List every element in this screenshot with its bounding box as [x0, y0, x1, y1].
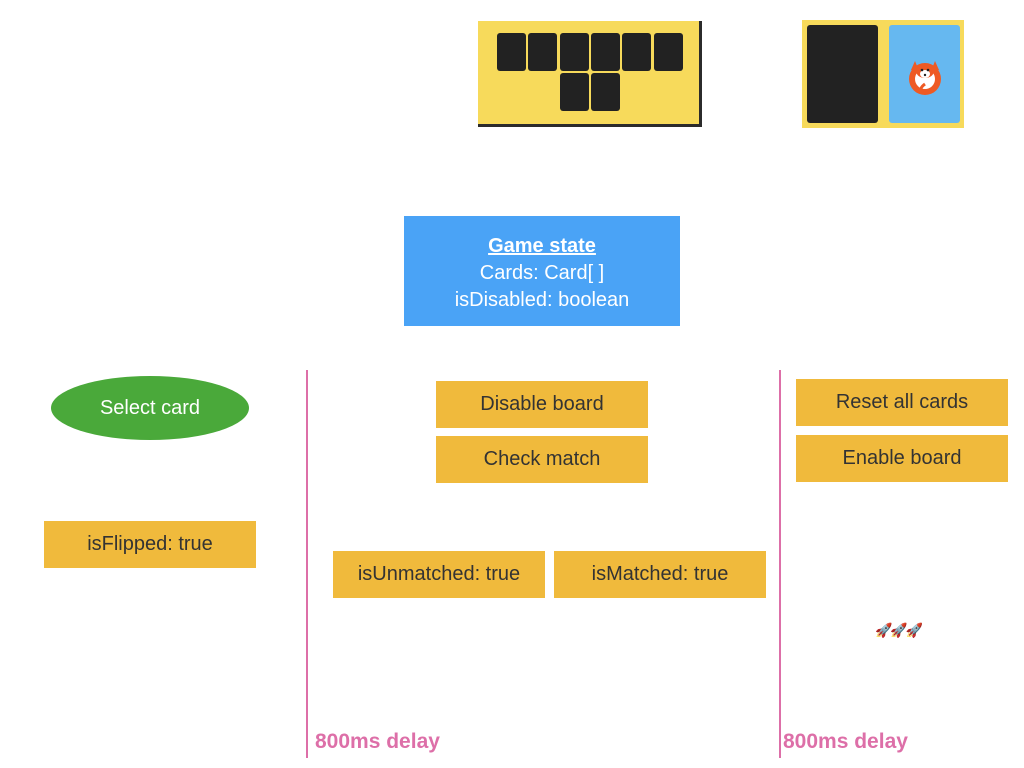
check-match-node: Check match — [436, 436, 648, 483]
select-card-node: Select card — [51, 376, 249, 440]
game-state-cards: Cards: Card[ ] — [479, 262, 605, 284]
is-flipped-node: isFlipped: true — [44, 521, 256, 568]
is-unmatched-node: isUnmatched: true — [333, 551, 545, 598]
mini-card — [591, 73, 620, 111]
reset-cards-node: Reset all cards — [796, 379, 1008, 426]
delay-label-2: 800ms delay — [783, 730, 908, 753]
board-thumbnail — [478, 21, 702, 127]
mini-card — [528, 33, 557, 71]
mini-card — [560, 73, 589, 111]
pair-thumbnail — [802, 20, 964, 128]
delay-label-1: 800ms delay — [315, 730, 440, 753]
card-back — [807, 25, 878, 123]
mini-card — [497, 33, 526, 71]
delay-divider-2 — [779, 370, 781, 758]
mini-card — [622, 33, 651, 71]
mini-card — [591, 33, 620, 71]
card-face — [889, 25, 960, 123]
game-state-disabled: isDisabled: boolean — [454, 289, 630, 311]
fox-icon — [909, 61, 941, 95]
rockets-icon: 🚀🚀🚀 — [875, 622, 923, 638]
enable-board-node: Enable board — [796, 435, 1008, 482]
disable-board-node: Disable board — [436, 381, 648, 428]
mini-card — [560, 33, 589, 71]
delay-divider-1 — [306, 370, 308, 758]
game-state-box: Game state Cards: Card[ ] isDisabled: bo… — [404, 216, 680, 326]
mini-card — [654, 33, 683, 71]
is-matched-node: isMatched: true — [554, 551, 766, 598]
game-state-title: Game state — [488, 235, 596, 257]
